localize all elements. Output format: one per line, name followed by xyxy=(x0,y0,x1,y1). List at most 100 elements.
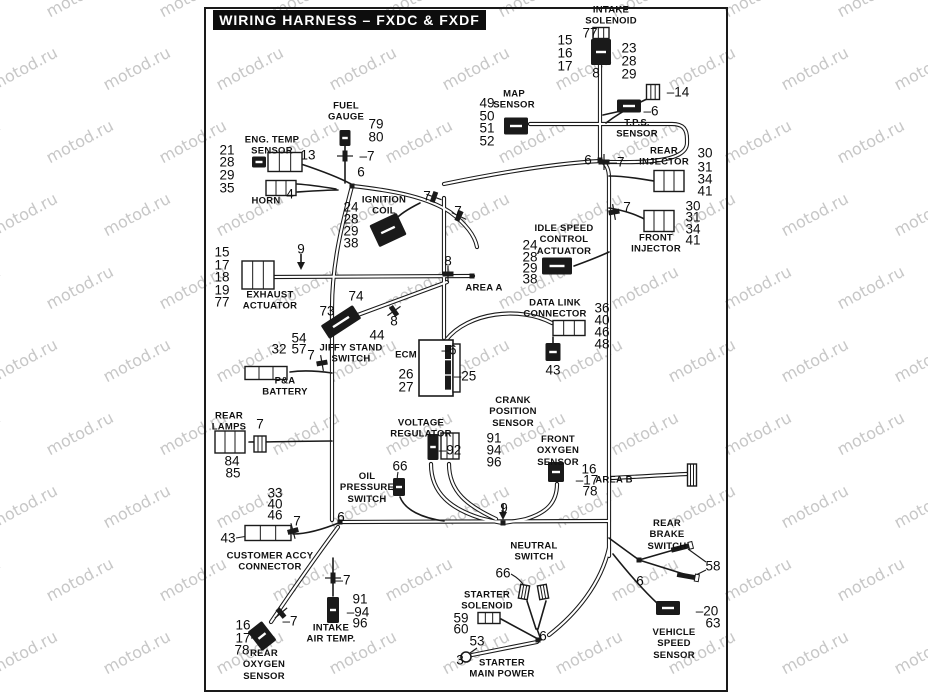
cable-tie5-icon xyxy=(316,355,328,371)
callout-6: 6 xyxy=(337,509,345,525)
callout-78: 78 xyxy=(234,642,250,658)
callout-7: –7 xyxy=(335,572,351,588)
callout-85: 85 xyxy=(225,465,241,481)
callout-29: 29 xyxy=(522,260,538,276)
junction3-icon xyxy=(337,519,343,525)
label-intake-solenoid: INTAKE SOLENOID xyxy=(585,4,637,27)
page-title: WIRING HARNESS – FXDC & FXDF xyxy=(213,10,486,30)
callout-7: –7 xyxy=(359,148,375,164)
callout-7: 7 xyxy=(307,347,315,363)
callout-17: 17 xyxy=(557,58,573,74)
callout-8: 8 xyxy=(390,313,398,329)
label-starter-main-power: STARTER MAIN POWER xyxy=(469,657,535,680)
callout-52: 52 xyxy=(479,133,495,149)
callout-80: 80 xyxy=(368,129,384,145)
starter-solenoid-connector-icon xyxy=(477,611,501,625)
tps-connector-icon xyxy=(617,99,641,113)
callout-49: 49 xyxy=(479,95,495,111)
callout-16: 16 xyxy=(557,45,573,61)
arrow-9b-icon xyxy=(499,504,507,520)
callout-40: 40 xyxy=(594,312,610,328)
label-front-oxygen-sensor: FRONT OXYGEN SENSOR xyxy=(536,433,580,468)
diagram-frame xyxy=(204,7,728,692)
callout-28: 28 xyxy=(621,53,637,69)
intake-solenoid-cap-icon xyxy=(592,26,610,40)
ignition-coil-icon xyxy=(369,213,407,247)
callout-8: 8 xyxy=(592,65,600,81)
callout-9: 9 xyxy=(297,241,305,257)
callout-3: 3 xyxy=(456,652,464,668)
intake-solenoid-icon xyxy=(591,39,611,65)
callout-31: 31 xyxy=(697,159,713,175)
label-ignition-coil: IGNITION COIL xyxy=(361,194,407,217)
callout-78: 78 xyxy=(582,483,598,499)
callout-6: 6 xyxy=(636,573,644,589)
fuel-gauge-sender-icon xyxy=(339,130,351,146)
label-crank-position-sensor: CRANK POSITION SENSOR xyxy=(489,394,537,429)
label-rear-injector: REAR INJECTOR xyxy=(639,145,689,168)
callout-17: 17 xyxy=(235,630,251,646)
rear-lamps-connector-icon xyxy=(214,430,246,454)
arrow-9a-icon xyxy=(297,254,305,270)
callout-29: 29 xyxy=(621,66,637,82)
cable-tie9-icon xyxy=(442,266,454,282)
callout-96: 96 xyxy=(486,454,502,470)
callout-58: 58 xyxy=(705,558,721,574)
callout-6: 6 xyxy=(584,152,592,168)
rear-injector-icon xyxy=(653,169,685,193)
callout-54: 54 xyxy=(291,330,307,346)
label-map-sensor: MAP SENSOR xyxy=(493,88,535,111)
callout-41: 41 xyxy=(697,183,713,199)
label-intake-air-temp: INTAKE AIR TEMP. xyxy=(306,622,356,645)
label-customer-accy-connector: CUSTOMER ACCY CONNECTOR xyxy=(226,550,314,573)
idle-speed-connector-icon xyxy=(542,257,572,275)
oil-pressure-connector-icon xyxy=(393,478,405,496)
label-ecm: ECM xyxy=(395,349,417,361)
callout-7: 7 xyxy=(623,199,631,215)
callout-36: 36 xyxy=(594,300,610,316)
cable-tie1-icon xyxy=(426,190,442,204)
junction6-icon xyxy=(636,557,642,563)
jiffy-stand-switch-icon xyxy=(321,305,361,339)
callout-53: 53 xyxy=(469,633,485,649)
map-sensor-connector-icon xyxy=(504,117,528,135)
callout-27: 27 xyxy=(398,379,414,395)
neutral-switch-prong2-icon xyxy=(536,583,550,601)
pa-battery-connector-icon xyxy=(244,365,288,381)
label-rear-lamps: REAR LAMPS xyxy=(211,410,247,433)
eng-temp-sensor-icon xyxy=(267,151,303,173)
icon-layer xyxy=(214,26,700,663)
callout-91: 91 xyxy=(486,430,502,446)
label-data-link-connector: DATA LINK CONNECTOR xyxy=(523,297,587,320)
vehicle-speed-sensor-icon xyxy=(656,601,680,615)
label-front-injector: FRONT INJECTOR xyxy=(631,232,681,255)
callout-7: –7 xyxy=(282,613,298,629)
cable-tie8-icon xyxy=(274,607,288,619)
callout-15: 15 xyxy=(557,32,573,48)
callout-7: –7 xyxy=(609,154,625,170)
label-neutral-switch: NEUTRAL SWITCH xyxy=(510,540,558,563)
rear-brake-terminal2-icon xyxy=(676,571,700,583)
callout-46: 46 xyxy=(267,507,283,523)
callout-28: 28 xyxy=(343,211,359,227)
area-b-connector-icon xyxy=(686,463,698,487)
junction2-icon xyxy=(597,157,603,163)
callout-30: 30 xyxy=(697,145,713,161)
label-idle-speed-control-actuator: IDLE SPEED CONTROL ACTUATOR xyxy=(534,222,594,257)
callout-79: 79 xyxy=(368,116,384,132)
callout-96: 96 xyxy=(352,615,368,631)
callout-29: 29 xyxy=(343,223,359,239)
callout-30: 30 xyxy=(685,198,701,214)
callout-60: 60 xyxy=(453,621,469,637)
end-cap-icon xyxy=(469,273,475,279)
cable-clamp-icon xyxy=(337,150,353,162)
label-vehicle-speed-sensor: VEHICLE SPEED SENSOR xyxy=(652,626,696,661)
callout-57: 57 xyxy=(291,341,307,357)
connector-43-icon xyxy=(545,343,561,361)
junction4-icon xyxy=(500,520,506,526)
label-tps-sensor: T.P.S. SENSOR xyxy=(616,117,658,140)
callout-16: 16 xyxy=(581,461,597,477)
callout-18: 18 xyxy=(214,269,230,285)
